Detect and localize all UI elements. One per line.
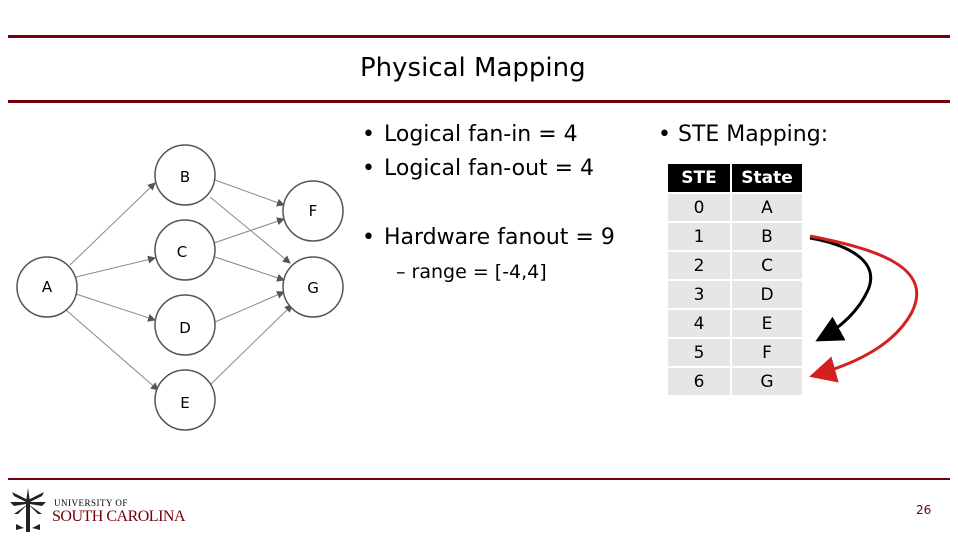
ste-cell: 6 (668, 368, 730, 395)
node-f-label: F (309, 202, 318, 220)
ste-cell: 3 (668, 281, 730, 308)
node-e: E (154, 369, 216, 431)
edge-a-b (69, 182, 156, 266)
bullet-hw-fanout: • Hardware fanout = 9 (362, 221, 615, 255)
edge-e-g (209, 304, 293, 386)
title-rule (8, 100, 950, 103)
node-a-label: A (42, 278, 53, 296)
edge-a-d (75, 293, 156, 322)
top-rule (8, 35, 950, 38)
bullet-marker: • (658, 122, 671, 147)
slide-title: Physical Mapping (360, 53, 586, 83)
palmetto-tree-icon (10, 488, 46, 532)
node-d-label: D (179, 319, 191, 337)
state-cell: C (732, 252, 802, 279)
bullet-fanout-text: Logical fan-out = 4 (384, 156, 595, 181)
ste-cell: 1 (668, 223, 730, 250)
node-b-label: B (180, 168, 190, 186)
state-cell: B (732, 223, 802, 250)
edge-c-f (213, 217, 285, 244)
table-header-row: STE State (668, 164, 802, 192)
edge-a-e (65, 309, 159, 391)
ste-cell: 2 (668, 252, 730, 279)
ste-mapping-heading: • STE Mapping: (658, 118, 828, 152)
node-d: D (154, 294, 216, 356)
state-cell: G (732, 368, 802, 395)
edge-a-c (75, 255, 156, 278)
university-logo: UNIVERSITY OF SOUTH CAROLINA (8, 484, 208, 534)
bullet-marker: • (362, 225, 375, 250)
node-c-label: C (177, 243, 187, 261)
edge-b-g (209, 196, 291, 264)
page-number: 26 (916, 503, 932, 517)
ste-cell: 4 (668, 310, 730, 337)
logo-line-2: SOUTH CAROLINA (52, 508, 186, 525)
edge-b-f (214, 179, 285, 207)
bullet-range: – range = [-4,4] (396, 261, 547, 283)
node-g: G (282, 256, 344, 318)
column-header-state: State (732, 164, 802, 192)
mapping-arrow-black (809, 236, 873, 342)
node-a: A (16, 256, 78, 318)
node-e-label: E (180, 394, 189, 412)
state-cell: D (732, 281, 802, 308)
bullet-fanin-text: Logical fan-in = 4 (384, 122, 578, 147)
state-cell: E (732, 310, 802, 337)
bullet-hw-fanout-text: Hardware fanout = 9 (384, 225, 615, 250)
logo-line-1: UNIVERSITY OF (54, 498, 128, 508)
node-c: C (154, 219, 216, 281)
bullet-marker: • (362, 122, 375, 147)
mapping-arrow-red (809, 234, 919, 383)
ste-cell: 0 (668, 194, 730, 221)
node-g-label: G (307, 279, 319, 297)
ste-cell: 5 (668, 339, 730, 366)
node-f: F (282, 180, 344, 242)
state-cell: F (732, 339, 802, 366)
state-cell: A (732, 194, 802, 221)
column-header-ste: STE (668, 164, 730, 192)
bullet-fanin: • Logical fan-in = 4 (362, 118, 578, 152)
bullet-fanout: • Logical fan-out = 4 (362, 152, 594, 186)
edge-c-g (214, 256, 285, 282)
footer-rule (8, 478, 950, 480)
bullet-marker: • (362, 156, 375, 181)
node-b: B (154, 144, 216, 206)
edge-d-g (214, 291, 285, 323)
ste-mapping-heading-text: STE Mapping: (677, 122, 829, 147)
